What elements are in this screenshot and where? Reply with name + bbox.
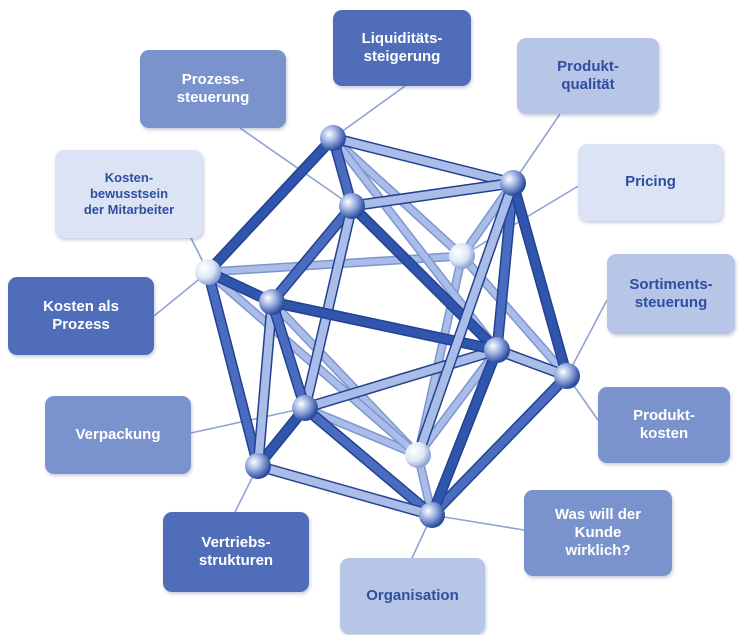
joint-sphere: [195, 259, 221, 285]
box-was-will-der-kunde: Was will der Kunde wirklich?: [524, 490, 672, 576]
label-produktkosten: Produkt- kosten: [633, 406, 695, 442]
front-strut: [301, 404, 436, 519]
label-kosten-als-prozess: Kosten als Prozess: [43, 297, 119, 333]
box-produktkosten: Produkt- kosten: [598, 387, 730, 463]
front-strut: [268, 298, 309, 412]
box-pricing: Pricing: [578, 144, 723, 221]
front-strut: [428, 346, 501, 519]
label-kostenbewusstsein: Kosten- bewusstsein der Mitarbeiter: [83, 170, 175, 217]
front-strut: [254, 298, 276, 470]
front-strut: [204, 134, 337, 276]
back-strut: [415, 347, 500, 458]
connector-line: [512, 113, 561, 184]
joint-spheres: [195, 125, 580, 528]
label-was-will-der-kunde: Was will der Kunde wirklich?: [554, 505, 642, 560]
joint-sphere: [259, 289, 285, 315]
joint-sphere: [405, 442, 431, 468]
joint-sphere: [449, 243, 475, 269]
connector-line: [239, 127, 353, 207]
label-sortimentssteuerung: Sortiments- steuerung: [629, 275, 713, 311]
front-strut: [254, 462, 436, 519]
label-produktqualitaet: Produkt- qualität: [557, 57, 619, 93]
box-kostenbewusstsein: Kosten- bewusstsein der Mitarbeiter: [55, 150, 203, 238]
front-strut: [329, 134, 517, 187]
front-strut: [493, 179, 517, 354]
joint-sphere: [500, 170, 526, 196]
box-vertriebsstrukturen: Vertriebs- strukturen: [163, 512, 309, 592]
front-strut: [301, 346, 501, 412]
box-prozesssteuerung: Prozess- steuerung: [140, 50, 286, 128]
joint-sphere: [554, 363, 580, 389]
label-organisation: Organisation: [366, 586, 459, 604]
box-verpackung: Verpackung: [45, 396, 191, 474]
joint-sphere: [339, 193, 365, 219]
front-strut: [268, 202, 356, 306]
front-strut: [509, 179, 571, 380]
box-organisation: Organisation: [340, 558, 485, 634]
box-produktqualitaet: Produkt- qualität: [517, 38, 659, 114]
label-prozesssteuerung: Prozess- steuerung: [176, 70, 250, 106]
box-kosten-als-prozess: Kosten als Prozess: [8, 277, 154, 355]
label-verpackung: Verpackung: [75, 425, 161, 443]
front-strut: [204, 268, 262, 470]
box-liquiditaetssteigerung: Liquiditäts- steigerung: [333, 10, 471, 86]
front-strut: [348, 202, 501, 354]
joint-sphere: [292, 395, 318, 421]
front-strut: [348, 179, 517, 210]
connector-line: [332, 85, 406, 139]
label-vertriebsstrukturen: Vertriebs- strukturen: [198, 533, 274, 569]
joint-sphere: [320, 125, 346, 151]
front-strut: [414, 179, 517, 459]
joint-sphere: [419, 502, 445, 528]
label-liquiditaetssteigerung: Liquiditäts- steigerung: [361, 29, 443, 65]
back-strut: [302, 405, 421, 458]
connector-line: [431, 514, 525, 531]
joint-sphere: [245, 453, 271, 479]
joint-sphere: [484, 337, 510, 363]
front-strut: [428, 372, 571, 519]
front-strut: [301, 202, 356, 412]
label-pricing: Pricing: [625, 173, 676, 191]
connector-line: [566, 299, 608, 377]
box-sortimentssteuerung: Sortiments- steuerung: [607, 254, 735, 334]
